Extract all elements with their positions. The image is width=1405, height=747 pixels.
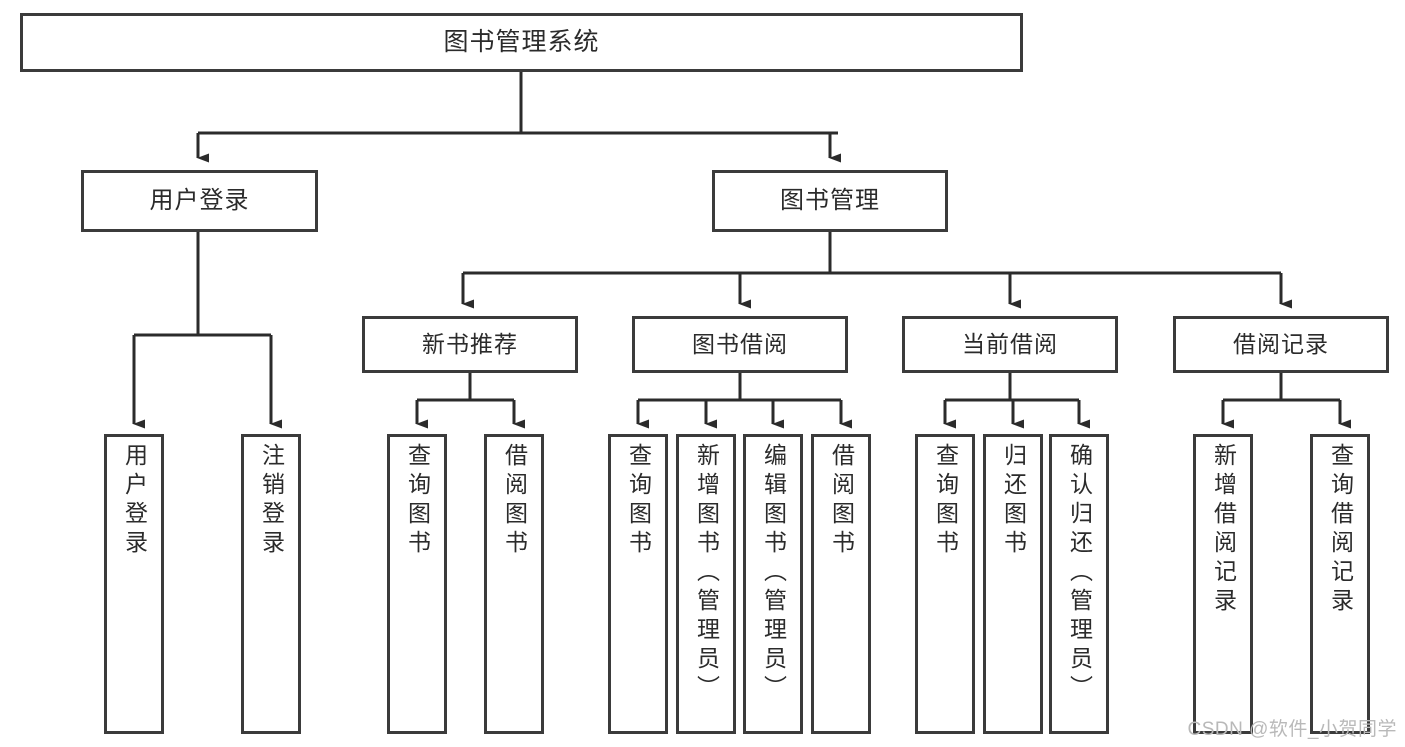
leaf-book-borrow-edit[interactable]: 编辑图书（管理员）: [743, 434, 803, 734]
leaf-borrow-record-add[interactable]: 新增借阅记录: [1193, 434, 1253, 734]
leaf-current-borrow-query[interactable]: 查询图书: [915, 434, 975, 734]
node-label: 图书借阅: [692, 330, 788, 357]
node-label: 图书管理: [780, 186, 880, 214]
node-new-book-recommend[interactable]: 新书推荐: [362, 316, 578, 373]
leaf-book-borrow-add[interactable]: 新增图书（管理员）: [676, 434, 736, 734]
node-label: 确认归还（管理员）: [1066, 443, 1093, 704]
leaf-current-borrow-return[interactable]: 归还图书: [983, 434, 1043, 734]
node-label: 借阅图书: [501, 443, 528, 559]
node-user-login[interactable]: 用户登录: [81, 170, 318, 232]
node-label: 查询图书: [404, 443, 431, 559]
node-book-borrow[interactable]: 图书借阅: [632, 316, 848, 373]
node-label: 查询图书: [932, 443, 959, 559]
node-borrow-record[interactable]: 借阅记录: [1173, 316, 1389, 373]
node-label: 新增借阅记录: [1210, 443, 1237, 617]
node-label: 归还图书: [1000, 443, 1027, 559]
node-label: 注销登录: [258, 443, 285, 559]
node-label: 借阅记录: [1233, 330, 1329, 357]
leaf-borrow-record-query[interactable]: 查询借阅记录: [1310, 434, 1370, 734]
node-label: 借阅图书: [828, 443, 855, 559]
node-label: 编辑图书（管理员）: [760, 443, 787, 704]
node-label: 新书推荐: [422, 330, 518, 357]
leaf-book-borrow-borrow[interactable]: 借阅图书: [811, 434, 871, 734]
leaf-current-borrow-confirm-return[interactable]: 确认归还（管理员）: [1049, 434, 1109, 734]
node-current-borrow[interactable]: 当前借阅: [902, 316, 1118, 373]
node-label: 用户登录: [149, 186, 250, 214]
node-root-system[interactable]: 图书管理系统: [20, 13, 1023, 72]
leaf-new-book-query[interactable]: 查询图书: [387, 434, 447, 734]
csdn-watermark: CSDN @软件_小贺同学: [1187, 719, 1397, 740]
node-book-management[interactable]: 图书管理: [712, 170, 948, 232]
leaf-book-borrow-query[interactable]: 查询图书: [608, 434, 668, 734]
node-label: 查询图书: [625, 443, 652, 559]
node-label: 用户登录: [121, 443, 148, 559]
node-label: 新增图书（管理员）: [693, 443, 720, 704]
leaf-user-login-login[interactable]: 用户登录: [104, 434, 164, 734]
node-label: 查询借阅记录: [1327, 443, 1354, 617]
node-label: 图书管理系统: [443, 27, 600, 56]
node-label: 当前借阅: [962, 330, 1058, 357]
leaf-new-book-borrow[interactable]: 借阅图书: [484, 434, 544, 734]
leaf-user-login-logout[interactable]: 注销登录: [241, 434, 301, 734]
